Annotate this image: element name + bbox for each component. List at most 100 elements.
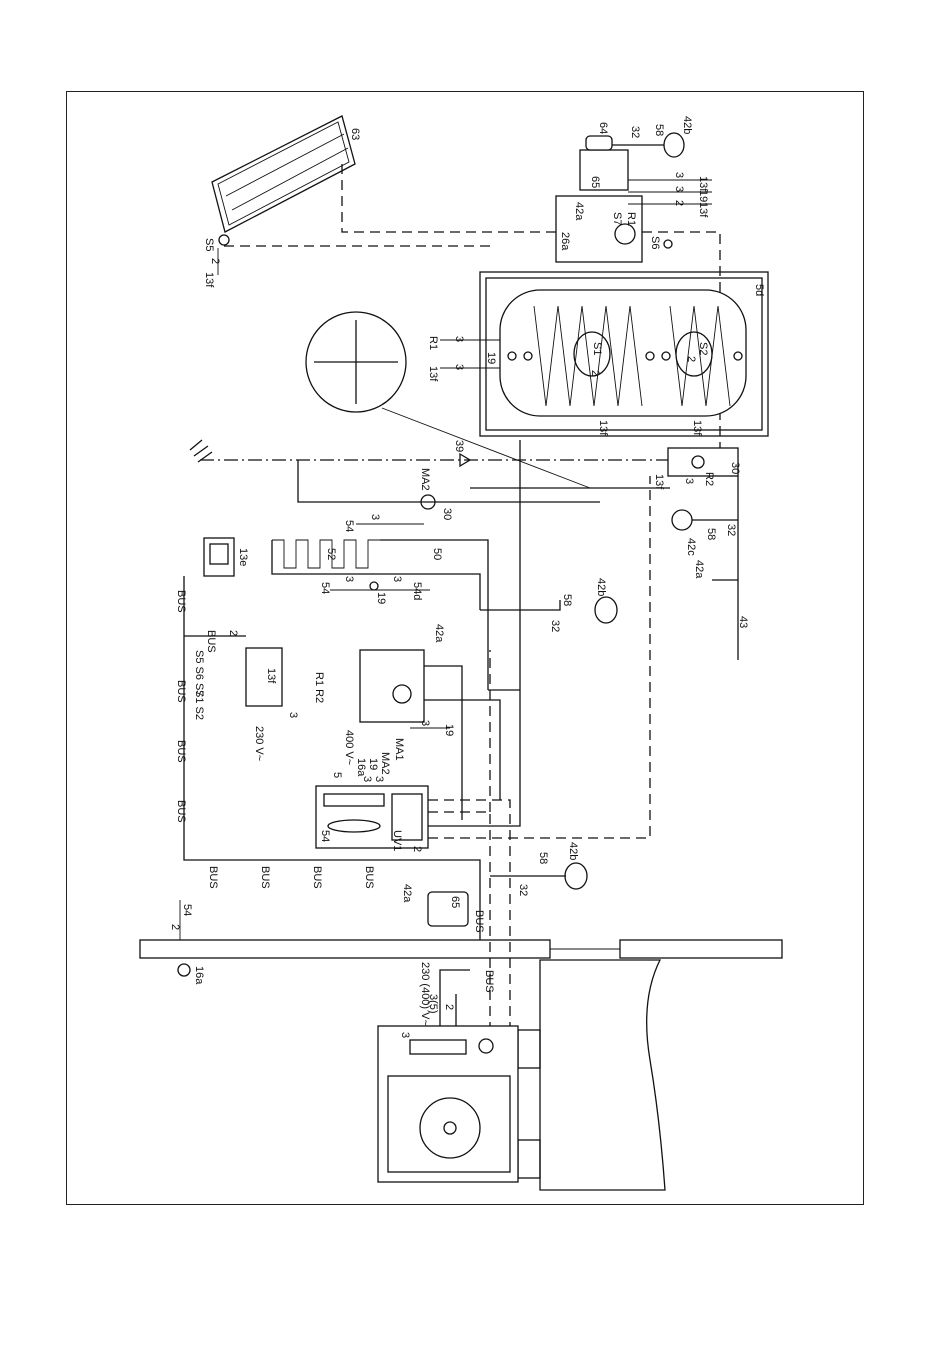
exp-vessel-64 <box>585 135 613 151</box>
label-module-uv1: UV1 <box>391 830 403 851</box>
label-vessel-42b-b: 42b <box>567 842 579 860</box>
label-ctrl-230v: 230 V~ <box>253 726 265 761</box>
label-collector-cable-count: 2 <box>209 258 221 264</box>
building-wall <box>139 939 783 959</box>
label-circ-3: 3 <box>683 478 695 484</box>
label-pump-ma2: MA2 <box>419 468 431 491</box>
label-module-19: 19 <box>367 758 379 770</box>
label-valve-58-c: 58 <box>561 594 573 606</box>
label-valve-32-b: 32 <box>517 884 529 896</box>
label-item-43: 43 <box>737 616 749 628</box>
label-bus-8: BUS <box>311 866 323 889</box>
label-wire-19-ma1: 19 <box>443 724 455 736</box>
label-ctrl-65-b: 65 <box>449 896 461 908</box>
label-ctrl-s5s6s7: S5 S6 S7 <box>193 650 205 696</box>
label-wires-13f-b: 13f <box>697 202 709 218</box>
label-tank-13f-c: 13f <box>427 366 439 382</box>
vessel-42b-lower <box>564 862 588 890</box>
label-valve-58-mid: 58 <box>705 528 717 540</box>
label-s5: S5 <box>203 238 215 251</box>
label-floor-52: 52 <box>325 548 337 560</box>
storage-tank-5d <box>479 271 769 437</box>
label-floor-3b: 3 <box>391 576 403 582</box>
label-module-16a: 16a <box>355 758 367 777</box>
label-valve-32-top: 32 <box>629 126 641 138</box>
main-module-54 <box>315 785 429 849</box>
label-module-3b: 3 <box>373 776 385 782</box>
label-wire-54: 54 <box>343 520 355 532</box>
label-hp-35: 3(5) <box>427 994 439 1014</box>
label-valve-32-c: 32 <box>549 620 561 632</box>
label-module-5: 5 <box>331 772 343 778</box>
solar-station <box>555 195 643 263</box>
label-module-3a: 3 <box>361 776 373 782</box>
label-mixer-39: 39 <box>453 440 465 452</box>
label-circ-30: 30 <box>729 462 741 474</box>
heat-pump-outdoor-unit <box>377 1025 519 1183</box>
label-safety-42a-c: 42a <box>433 624 445 643</box>
label-exp-vessel-64: 64 <box>597 122 609 134</box>
label-tank: 5d <box>753 284 765 296</box>
label-wire-2-ext: 2 <box>169 924 181 930</box>
label-bus-10: BUS <box>473 910 485 933</box>
label-tank-19: 19 <box>485 352 497 364</box>
label-floor-3a: 3 <box>343 576 355 582</box>
label-vessel-42c: 42c <box>685 538 697 556</box>
label-wires-n3a: 3 <box>673 172 685 178</box>
vessel-42b-mid <box>594 596 618 624</box>
label-hp-2: 2 <box>443 1004 455 1010</box>
ground-area <box>539 959 666 1191</box>
label-wire-3-ma1: 3 <box>419 720 431 726</box>
controller-13f <box>245 647 283 707</box>
label-circ-13f: 13f <box>653 474 665 490</box>
label-module-400v: 400 V~ <box>343 730 355 765</box>
label-safety-42a-mid: 42a <box>693 560 705 579</box>
label-bus-6: BUS <box>207 866 219 889</box>
label-tank-3a: 3 <box>453 336 465 342</box>
label-bus-1: BUS <box>175 590 187 613</box>
mixing-module-54d <box>359 649 425 723</box>
label-tank-13f-b: 13f <box>691 420 703 436</box>
label-floor-54d: 54d <box>411 582 423 600</box>
label-remote-13e: 13e <box>237 548 249 566</box>
label-floor-19: 19 <box>375 592 387 604</box>
label-module-2: 2 <box>411 846 423 852</box>
label-wire-3: 3 <box>369 514 381 520</box>
label-ctrl-2: 2 <box>227 630 239 636</box>
label-valve-32-mid: 32 <box>725 524 737 536</box>
label-tank-13f-a: 13f <box>597 420 609 436</box>
label-bus-9: BUS <box>363 866 375 889</box>
label-module-ma2: MA2 <box>379 752 391 775</box>
label-s7: S7 <box>611 212 623 225</box>
label-vessel-42b-c: 42b <box>595 578 607 596</box>
controller-65-lower <box>427 891 469 927</box>
label-valve-58-b: 58 <box>537 852 549 864</box>
label-hp-supply: 230 (400) V~ <box>419 962 431 1026</box>
label-module-54: 54 <box>319 830 331 842</box>
label-collector-cable-type: 13f <box>203 272 215 288</box>
label-r1: R1 <box>625 212 637 226</box>
label-tank-2a: 2 <box>589 370 601 376</box>
label-vessel-42b-top: 42b <box>681 116 693 134</box>
label-ctrl-13f: 13f <box>265 668 277 684</box>
label-ctrl-3: 3 <box>287 712 299 718</box>
label-bus-hp: BUS <box>483 970 495 993</box>
label-tank-s1: S1 <box>591 342 603 355</box>
label-tank-s2: S2 <box>697 342 709 355</box>
label-bus-2: BUS <box>205 630 217 653</box>
circulation-unit-r2 <box>667 447 739 477</box>
label-safety-42a-b: 42a <box>401 884 413 903</box>
label-pump-ma1: MA1 <box>393 738 405 761</box>
label-bus-7: BUS <box>259 866 271 889</box>
label-s6: S6 <box>649 236 661 249</box>
label-collector: 63 <box>349 128 361 140</box>
diagram-frame <box>66 91 864 1205</box>
label-floor-50: 50 <box>431 548 443 560</box>
label-tank-2b: 2 <box>685 356 697 362</box>
label-controller-65: 65 <box>589 176 601 188</box>
label-tank-3b: 3 <box>453 364 465 370</box>
label-valve-30: 30 <box>441 508 453 520</box>
label-sensor-16a: 16a <box>193 966 205 985</box>
label-circ-r2: R2 <box>703 472 715 486</box>
